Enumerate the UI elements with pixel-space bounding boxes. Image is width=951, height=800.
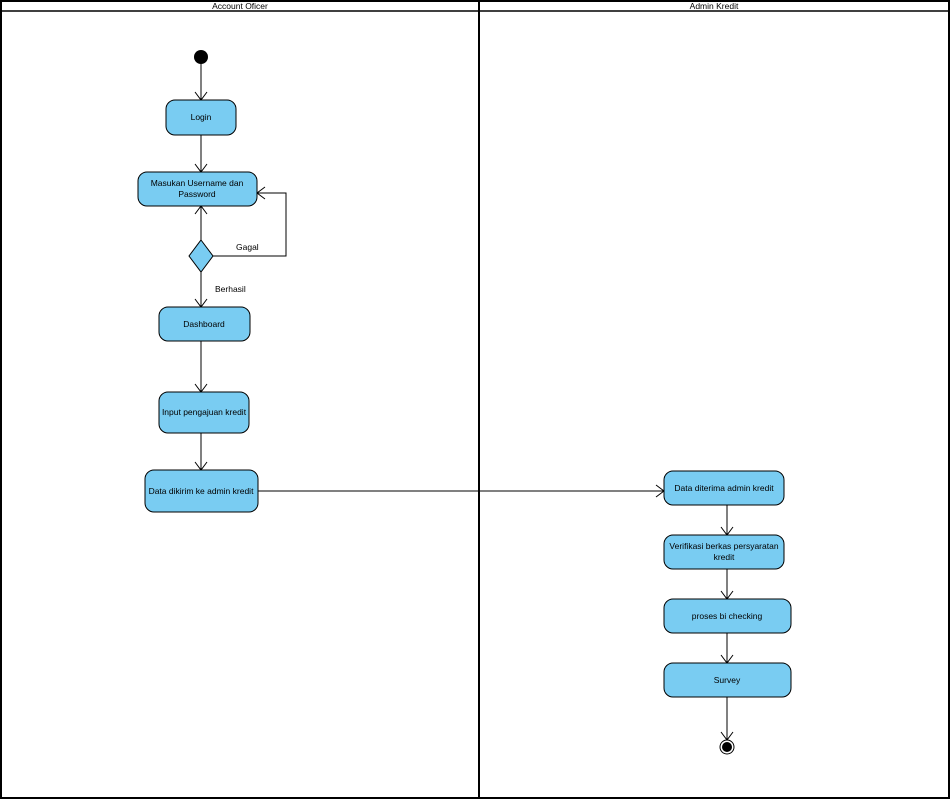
action-label: Dashboard [183, 319, 225, 329]
action-label: proses bi checking [692, 611, 763, 621]
lane-title-admin-kredit: Admin Kredit [690, 1, 739, 11]
action-login: Login [165, 99, 237, 136]
action-label: Data diterima admin kredit [674, 483, 774, 493]
action-masukan-username: Masukan Username dan Password [137, 171, 258, 207]
action-data-dikirim: Data dikirim ke admin kredit [144, 469, 259, 513]
action-label: Password [178, 189, 216, 199]
guard-gagal: Gagal [236, 242, 259, 252]
action-input-pengajuan: Input pengajuan kredit [158, 391, 250, 434]
action-survey: Survey [663, 662, 792, 698]
guard-berhasil: Berhasil [215, 284, 246, 294]
edge-gagal-loop [213, 192, 287, 257]
action-label: Login [191, 112, 212, 122]
action-proses-bi-checking: proses bi checking [663, 598, 792, 634]
edges [194, 64, 734, 741]
action-label: kredit [714, 552, 735, 562]
action-label: Masukan Username dan [151, 178, 244, 188]
action-label: Survey [714, 675, 741, 685]
action-label: Input pengajuan kredit [162, 407, 247, 417]
final-node [719, 739, 735, 755]
initial-node [194, 50, 208, 64]
action-label: Verifikasi berkas persyaratan [669, 541, 778, 551]
decision-node [188, 239, 214, 273]
action-verifikasi-berkas: Verifikasi berkas persyaratan kredit [663, 534, 785, 570]
action-data-diterima: Data diterima admin kredit [663, 470, 785, 506]
lane-title-account-oficer: Account Oficer [212, 1, 268, 11]
action-label: Data dikirim ke admin kredit [149, 486, 255, 496]
action-dashboard: Dashboard [158, 306, 251, 342]
